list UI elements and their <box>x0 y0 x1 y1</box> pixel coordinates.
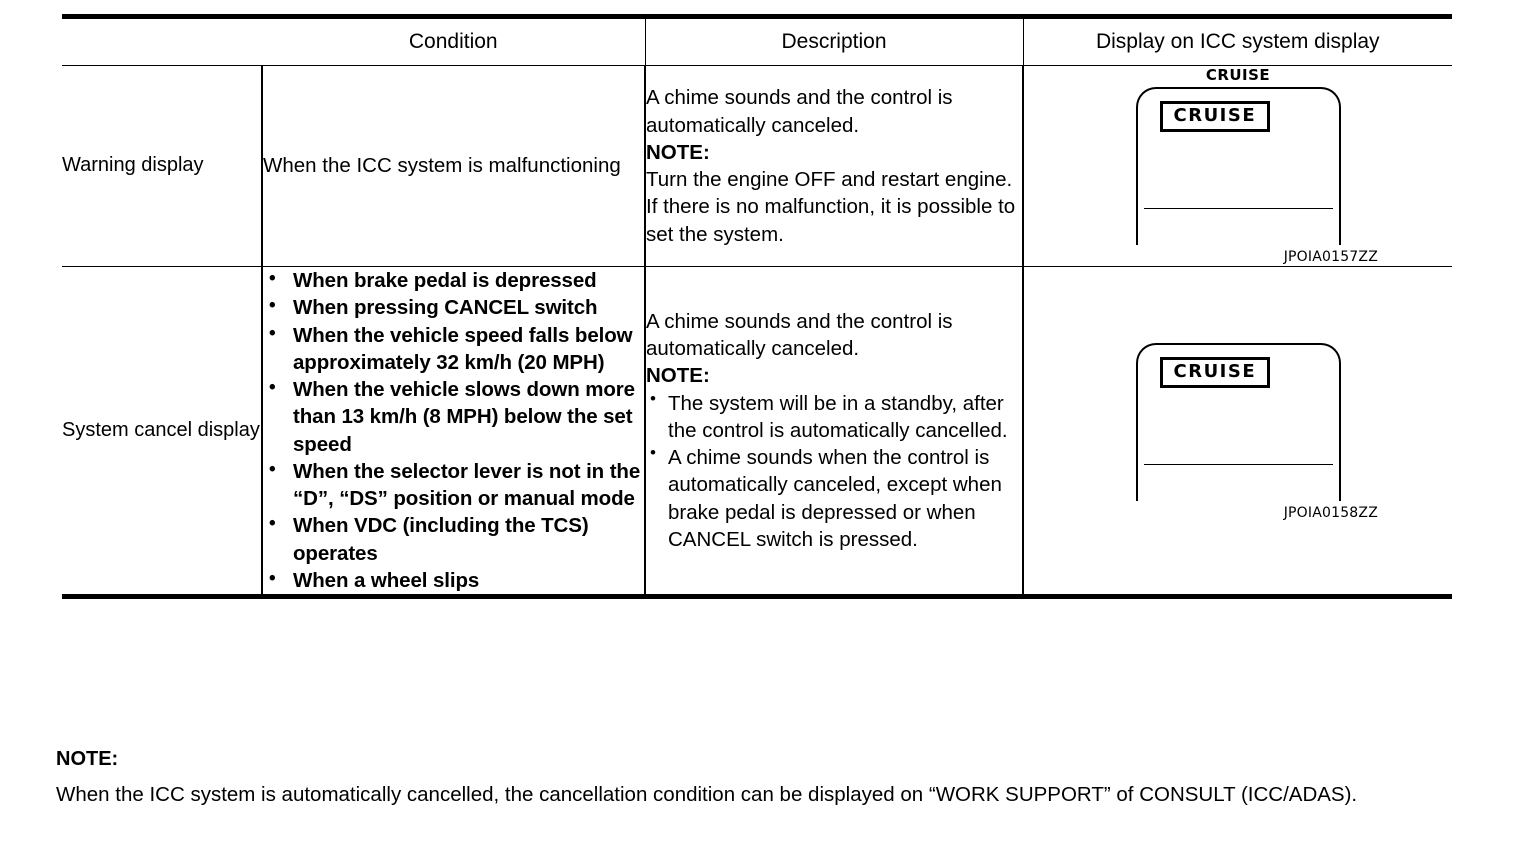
row-display-system-cancel-display: CRUISE JPOIA0158ZZ <box>1022 266 1452 599</box>
figure-top-label: CRUISE <box>1205 66 1271 84</box>
description-bullet-list: The system will be in a standby, after t… <box>646 388 1022 554</box>
icc-display-table: Condition Description Display on ICC sys… <box>62 14 1452 599</box>
figure-id: JPOIA0157ZZ <box>1283 249 1378 265</box>
row-description-system-cancel-display: A chime sounds and the control is automa… <box>644 266 1023 599</box>
column-header-condition: Condition <box>262 14 645 66</box>
screen-divider-line <box>1143 463 1333 465</box>
row-kind-warning-display: Warning display <box>62 65 262 267</box>
description-note-label: NOTE: <box>646 140 710 164</box>
footer-note: NOTE: When the ICC system is automatical… <box>56 748 1476 809</box>
screen-divider-line <box>1143 208 1333 209</box>
list-item: The system will be in a standby, after t… <box>646 388 1022 445</box>
list-item: When the vehicle speed falls below appro… <box>263 321 644 377</box>
list-item: When the selector lever is not in the “D… <box>263 457 644 513</box>
figure-id: JPOIA0158ZZ <box>1283 504 1378 521</box>
footer-note-label: NOTE: <box>56 748 119 770</box>
icc-display-figure: CRUISE JPOIA0158ZZ <box>1088 340 1388 521</box>
cruise-indicator-icon: CRUISE <box>1159 356 1271 388</box>
description-note-text: Turn the engine OFF and restart engine. … <box>646 168 1016 246</box>
icc-screen-illustration: CRUISE <box>1135 342 1341 501</box>
condition-text: When the ICC system is malfunctioning <box>263 154 621 178</box>
row-description-warning-display: A chime sounds and the control is automa… <box>644 65 1023 267</box>
table-header-row: Condition Description Display on ICC sys… <box>62 14 1452 66</box>
description-lead: A chime sounds and the control is automa… <box>646 309 953 361</box>
icc-display-figure: CRUISE CRUISE JPOIA0157ZZ <box>1088 66 1388 265</box>
list-item: When pressing CANCEL switch <box>263 293 644 321</box>
description-note-label: NOTE: <box>646 364 710 388</box>
description-lead: A chime sounds and the control is automa… <box>646 86 953 137</box>
list-item: A chime sounds when the control is autom… <box>646 442 1022 553</box>
footer-note-text: When the ICC system is automatically can… <box>56 783 1358 806</box>
icc-screen-illustration: CRUISE <box>1135 87 1341 245</box>
column-header-kind <box>62 14 262 66</box>
row-condition-warning-display: When the ICC system is malfunctioning <box>261 65 645 267</box>
cruise-indicator-icon: CRUISE <box>1159 101 1271 132</box>
list-item: When the vehicle slows down more than 13… <box>263 375 644 458</box>
column-header-display: Display on ICC system display <box>1022 14 1452 66</box>
table-row: Warning display When the ICC system is m… <box>62 65 1452 267</box>
condition-bullet-list: When brake pedal is depressed When press… <box>263 266 644 594</box>
icc-display-table-wrapper: Condition Description Display on ICC sys… <box>62 14 1452 599</box>
list-item: When brake pedal is depressed <box>263 266 644 294</box>
row-condition-system-cancel-display: When brake pedal is depressed When press… <box>261 266 645 599</box>
list-item: When a wheel slips <box>263 566 644 594</box>
table-row: System cancel display When brake pedal i… <box>62 266 1452 599</box>
list-item: When VDC (including the TCS) operates <box>263 511 644 567</box>
column-header-description: Description <box>644 14 1023 66</box>
row-kind-system-cancel-display: System cancel display <box>62 266 262 599</box>
row-display-warning-display: CRUISE CRUISE JPOIA0157ZZ <box>1022 65 1452 267</box>
